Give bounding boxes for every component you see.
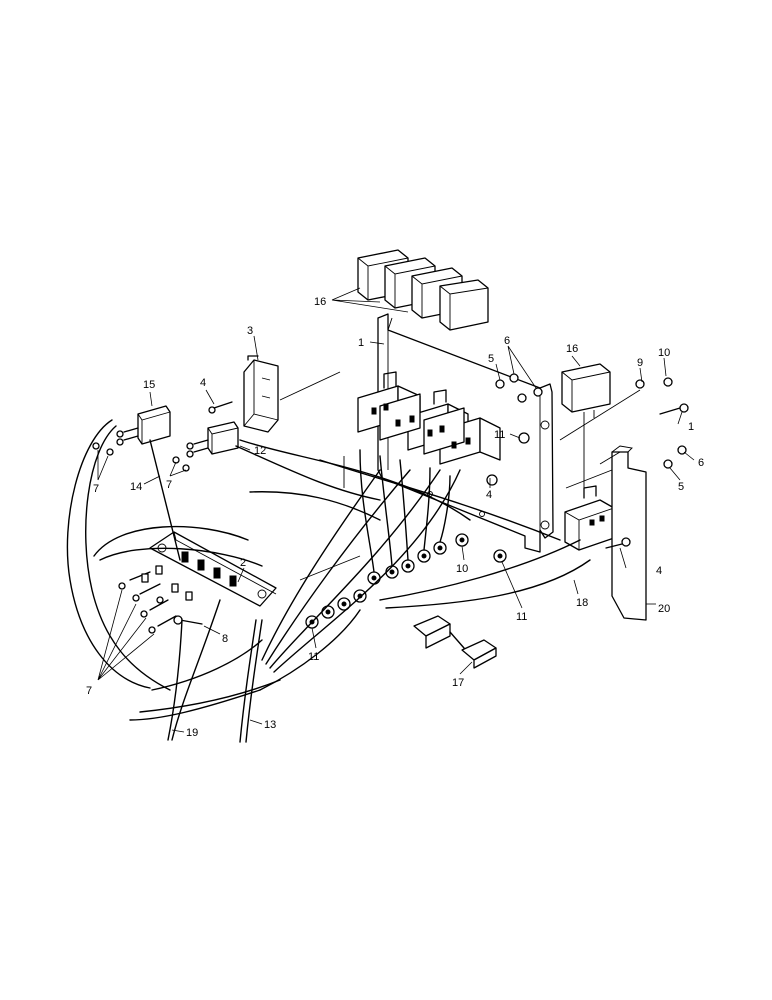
relay-base-right [564,485,615,551]
callout-10-bottom: 10 [456,563,468,575]
callout-20: 20 [658,603,670,615]
callout-5-right: 5 [678,481,684,493]
callout-labels: 16 1 3 15 4 12 14 7 7 5 6 16 9 10 1 6 5 … [86,296,704,739]
callout-13: 13 [264,719,276,731]
callout-1-right: 1 [688,421,694,433]
callout-2: 2 [240,557,246,569]
connector-block-2 [149,531,277,607]
callout-14: 14 [130,481,142,493]
callout-10-top: 10 [658,347,670,359]
callout-12: 12 [254,445,266,457]
callout-16-single: 16 [566,343,578,355]
callout-7-left: 7 [93,483,99,495]
relay-15 [116,405,171,446]
callout-11-left: 11 [308,651,319,663]
callout-11-panel: 11 [494,429,505,441]
callout-4-center: 4 [486,489,492,501]
callout-4-left: 4 [200,377,206,389]
callout-15: 15 [143,379,155,391]
callout-1-panel: 1 [358,337,364,349]
bracket-3 [243,355,279,433]
relay-12 [186,421,239,458]
cover-plate-20 [611,445,647,621]
callout-9: 9 [637,357,643,369]
callout-6-top: 6 [504,335,510,347]
callout-5-top: 5 [488,353,494,365]
callout-19: 19 [186,727,198,739]
callout-18: 18 [576,597,588,609]
relay-group-16 [357,249,489,331]
callout-8: 8 [222,633,228,645]
reference-lines [279,371,641,581]
callout-16-group: 16 [314,296,326,308]
callout-4-right: 4 [656,565,662,577]
callout-11-bottom: 11 [516,611,527,623]
wiring-harness [66,419,591,743]
callout-17: 17 [452,677,464,689]
relay-16-single [561,363,611,420]
callout-leaders [97,287,695,733]
plug-17 [413,615,497,669]
callout-6-right: 6 [698,457,704,469]
terminal-lugs [305,432,530,629]
relay-base-row [357,371,501,465]
callout-7-mid: 7 [166,479,172,491]
callout-3: 3 [247,325,253,337]
callout-7-bottom: 7 [86,685,92,697]
